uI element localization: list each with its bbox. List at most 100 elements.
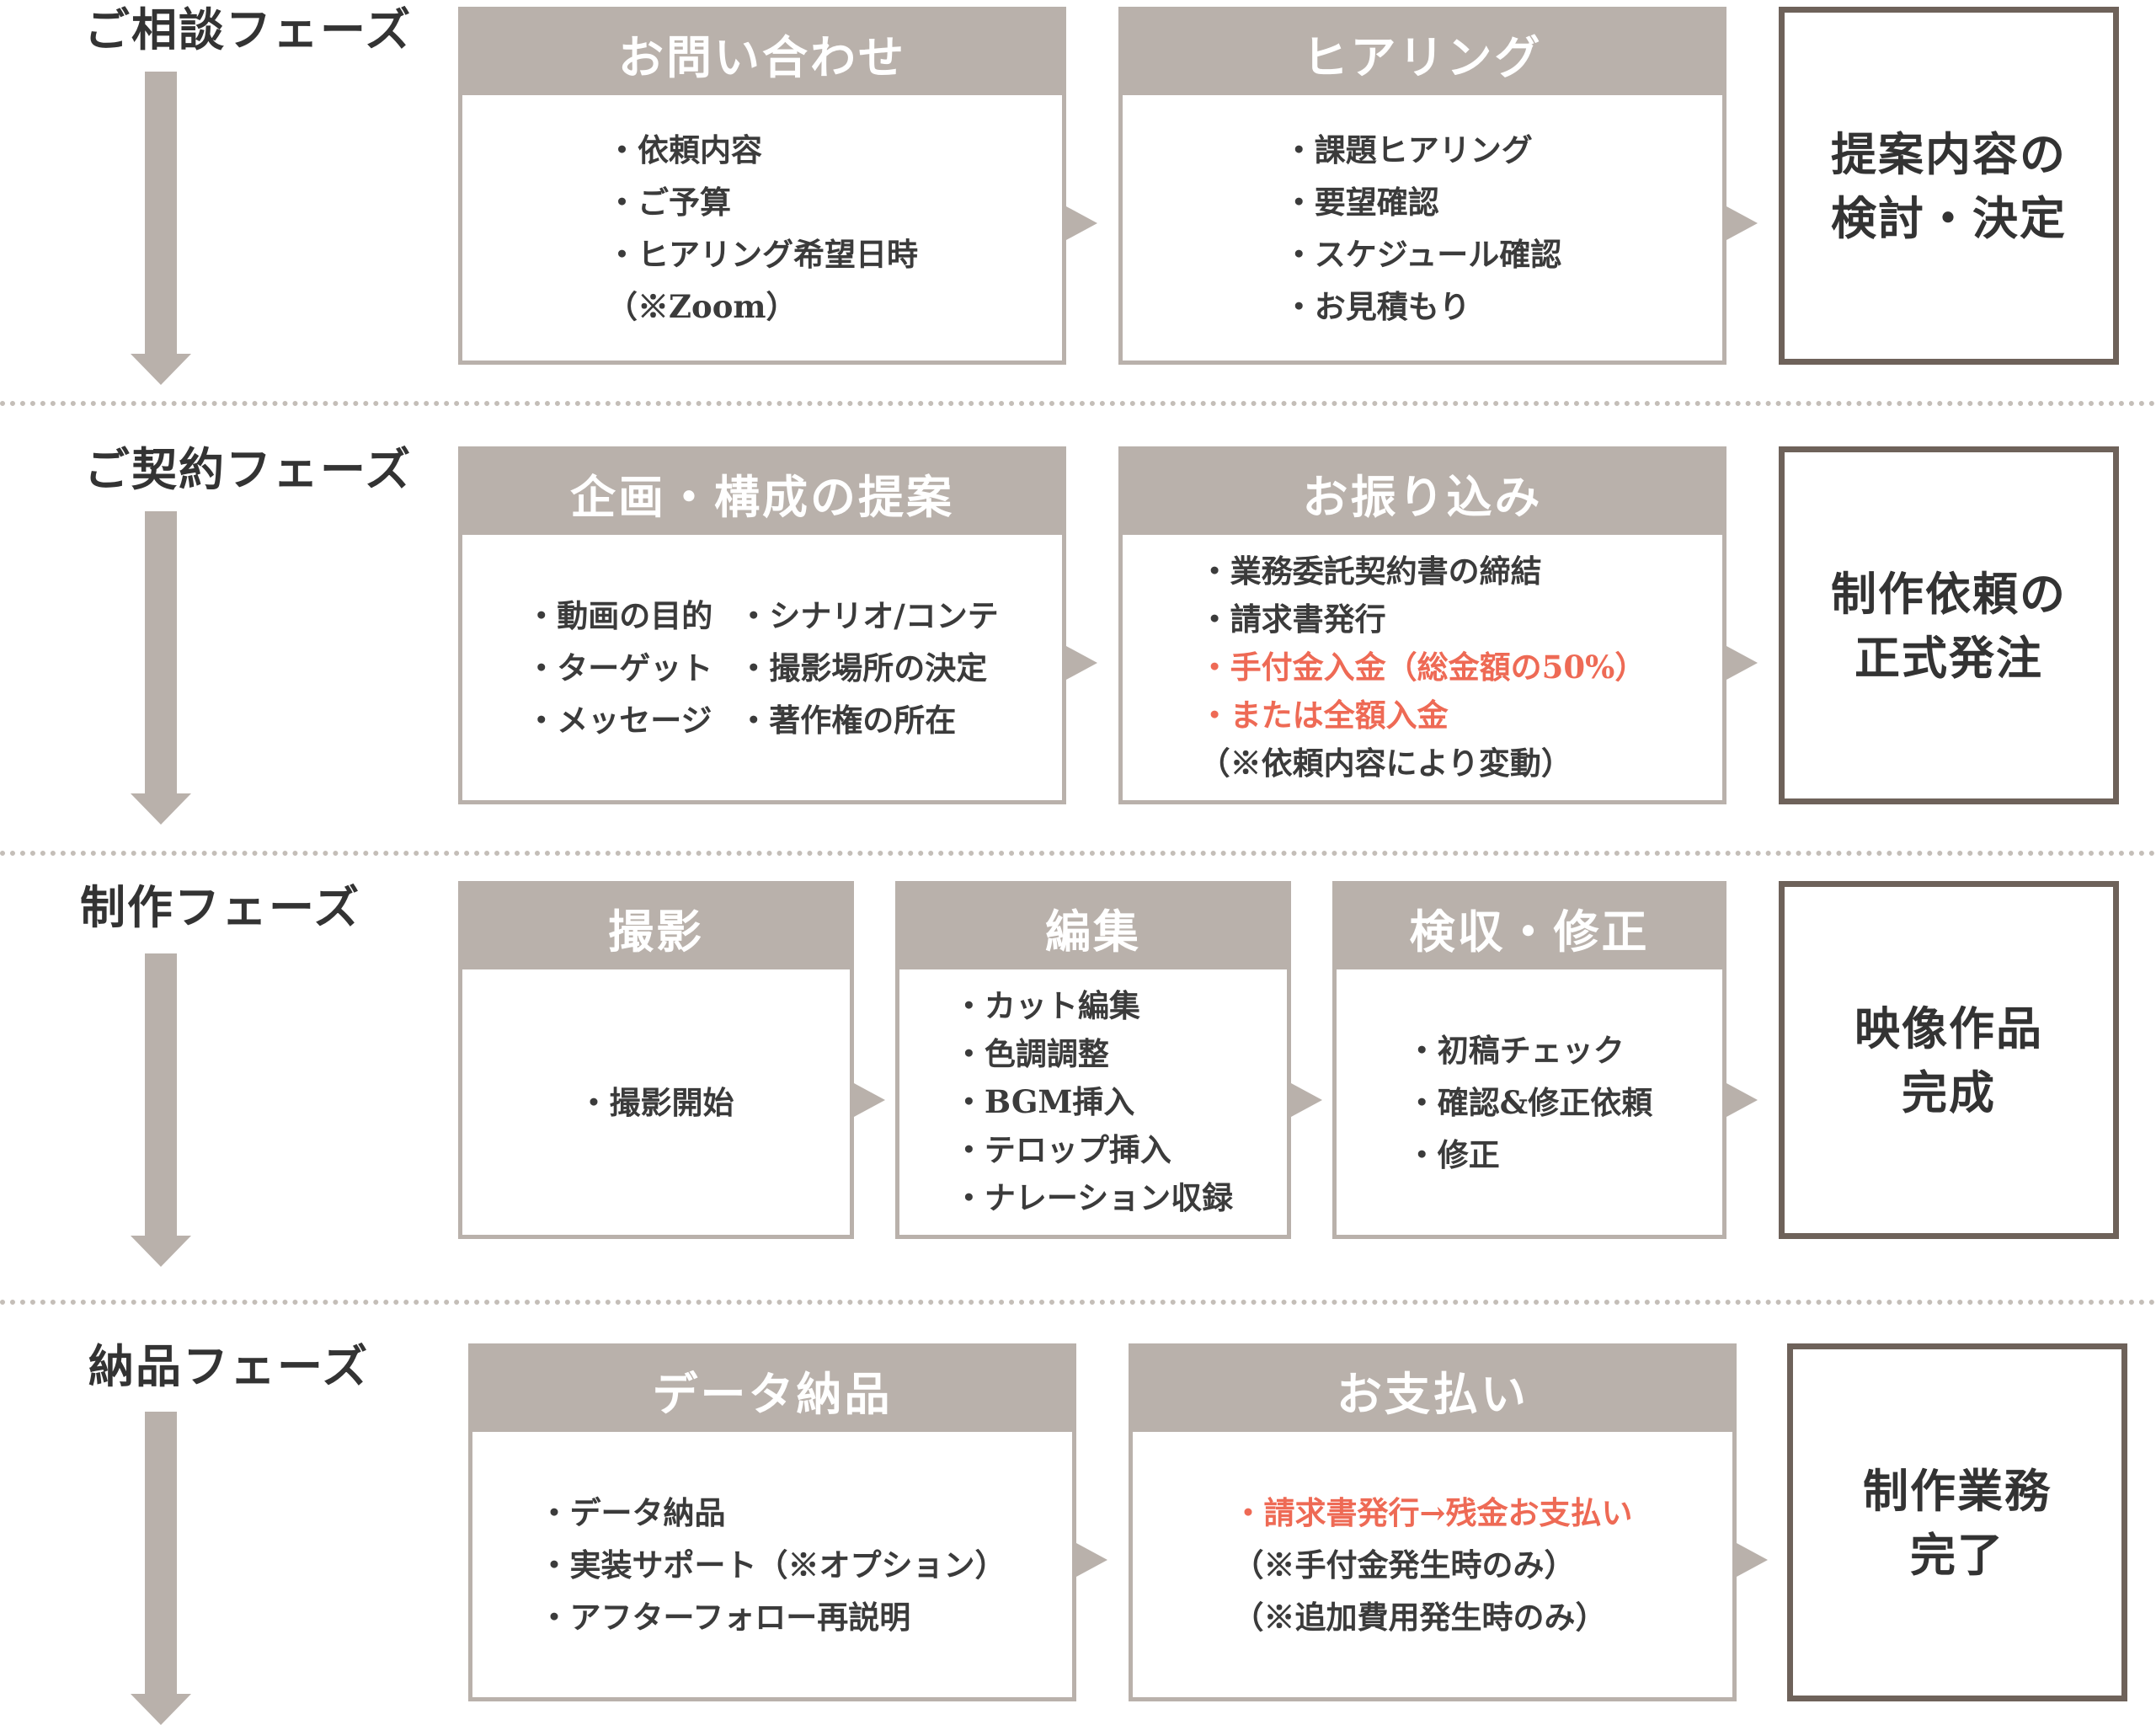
result-line: 制作業務 — [1863, 1463, 2052, 1518]
step-title: お支払い — [1133, 1348, 1732, 1432]
step-title: お振り込み — [1123, 451, 1722, 535]
phase-result-box: 制作業務 完了 — [1787, 1343, 2127, 1701]
step-item-columns: ・動画の目的 ・ターゲット ・メッセージ ・シナリオ/コンテ ・撮影場所の決定 … — [526, 590, 999, 746]
list-item: ・BGM挿入 — [953, 1083, 1135, 1120]
list-item: （※手付金発生時のみ） — [1232, 1546, 1576, 1583]
step-body: ・課題ヒアリング ・要望確認 ・スケジュール確認 ・お見積もり — [1123, 95, 1722, 360]
step-title: 撮影 — [462, 885, 850, 969]
chevron-right-icon — [1726, 1083, 1758, 1117]
list-item: ・著作権の所在 — [738, 701, 957, 739]
phase-result-box: 提案内容の 検討・決定 — [1779, 7, 2119, 365]
list-item: ・お見積もり — [1283, 287, 1470, 325]
step-item-list: ・初稿チェック ・確認&修正依頼 ・修正 — [1406, 1024, 1652, 1181]
list-item: ・テロップ挿入 — [953, 1131, 1171, 1168]
list-item-highlight: ・請求書発行→残金お支払い — [1232, 1493, 1633, 1531]
step-title: データ納品 — [472, 1348, 1072, 1432]
list-item: ・撮影場所の決定 — [738, 649, 988, 686]
down-arrow-icon — [131, 1412, 191, 1725]
chevron-right-icon — [1726, 646, 1758, 680]
step-title: お問い合わせ — [462, 11, 1062, 95]
phase-result-box: 制作依頼の 正式発注 — [1779, 446, 2119, 804]
result-line: 提案内容の — [1831, 126, 2067, 181]
step-body: ・カット編集 ・色調調整 ・BGM挿入 ・テロップ挿入 ・ナレーション収録 — [899, 969, 1287, 1235]
result-line: 完了 — [1910, 1527, 2004, 1582]
step-item-list: ・業務委託契約書の締結 ・請求書発行 ・手付金入金（総金額の50%） ・または全… — [1199, 547, 1646, 788]
step-item-list: ・課題ヒアリング ・要望確認 ・スケジュール確認 ・お見積もり — [1283, 124, 1561, 333]
list-item: ・ヒアリング希望日時 — [606, 235, 918, 273]
list-item: ・メッセージ — [526, 701, 712, 739]
list-item-highlight: ・手付金入金（総金額の50%） — [1198, 649, 1646, 686]
step-item-list: ・シナリオ/コンテ ・撮影場所の決定 ・著作権の所在 — [738, 590, 999, 746]
list-item: ・要望確認 — [1283, 183, 1439, 221]
list-item: ・業務委託契約書の締結 — [1198, 553, 1542, 590]
list-item: ・アフターフォロー再説明 — [538, 1598, 911, 1636]
step-title: 編集 — [899, 885, 1287, 969]
list-item: ・初稿チェック — [1406, 1031, 1625, 1069]
step-title: 検収・修正 — [1337, 885, 1722, 969]
step-body: ・依頼内容 ・ご予算 ・ヒアリング希望日時 （※Zoom） — [462, 95, 1062, 360]
step-body: ・動画の目的 ・ターゲット ・メッセージ ・シナリオ/コンテ ・撮影場所の決定 … — [462, 535, 1062, 800]
list-item: （※依頼内容により変動） — [1198, 745, 1572, 782]
step-item-list: ・撮影開始 — [579, 1076, 734, 1129]
step-card-inquiry: お問い合わせ ・依頼内容 ・ご予算 ・ヒアリング希望日時 （※Zoom） — [458, 7, 1066, 365]
list-item: ・課題ヒアリング — [1283, 131, 1533, 168]
down-arrow-icon — [131, 72, 191, 385]
result-line: 制作依頼の — [1831, 566, 2067, 621]
chevron-right-icon — [1066, 206, 1097, 240]
step-card-editing: 編集 ・カット編集 ・色調調整 ・BGM挿入 ・テロップ挿入 ・ナレーション収録 — [895, 881, 1291, 1239]
step-item-list: ・動画の目的 ・ターゲット ・メッセージ — [526, 590, 712, 746]
phase-title: ご相談フェーズ — [84, 3, 413, 56]
list-item: ・データ納品 — [538, 1493, 726, 1531]
step-body: ・請求書発行→残金お支払い （※手付金発生時のみ） （※追加費用発生時のみ） — [1133, 1432, 1732, 1697]
chevron-right-icon — [1076, 1543, 1107, 1577]
list-item: ・請求書発行 — [1198, 601, 1386, 638]
phase-divider — [0, 851, 2156, 856]
result-line: 映像作品 — [1854, 1001, 2043, 1055]
list-item: ・確認&修正依頼 — [1406, 1083, 1653, 1121]
list-item: ・実装サポート（※オプション） — [538, 1546, 1006, 1583]
step-card-planning: 企画・構成の提案 ・動画の目的 ・ターゲット ・メッセージ ・シナリオ/コンテ … — [458, 446, 1066, 804]
down-arrow-icon — [131, 953, 191, 1267]
step-item-list: ・カット編集 ・色調調整 ・BGM挿入 ・テロップ挿入 ・ナレーション収録 — [953, 982, 1233, 1222]
step-card-payment-transfer: お振り込み ・業務委託契約書の締結 ・請求書発行 ・手付金入金（総金額の50%）… — [1118, 446, 1726, 804]
phase-result-box: 映像作品 完成 — [1779, 881, 2119, 1239]
result-line: 正式発注 — [1854, 630, 2043, 685]
step-card-inspection: 検収・修正 ・初稿チェック ・確認&修正依頼 ・修正 — [1332, 881, 1726, 1239]
list-item: ・修正 — [1406, 1135, 1500, 1173]
chevron-right-icon — [1066, 646, 1097, 680]
list-item: ・撮影開始 — [578, 1083, 734, 1121]
list-item: ・シナリオ/コンテ — [738, 596, 999, 634]
step-card-data-delivery: データ納品 ・データ納品 ・実装サポート（※オプション） ・アフターフォロー再説… — [468, 1343, 1076, 1701]
step-title: 企画・構成の提案 — [462, 451, 1062, 535]
list-item: ・カット編集 — [953, 987, 1140, 1024]
step-card-payment: お支払い ・請求書発行→残金お支払い （※手付金発生時のみ） （※追加費用発生時… — [1129, 1343, 1737, 1701]
list-item: ・依頼内容 — [606, 131, 762, 168]
step-body: ・初稿チェック ・確認&修正依頼 ・修正 — [1337, 969, 1722, 1235]
chevron-right-icon — [854, 1083, 885, 1117]
phase-title: 納品フェーズ — [88, 1339, 370, 1393]
list-item: ・ナレーション収録 — [953, 1179, 1234, 1216]
step-card-hearing: ヒアリング ・課題ヒアリング ・要望確認 ・スケジュール確認 ・お見積もり — [1118, 7, 1726, 365]
result-line: 完成 — [1902, 1065, 1996, 1119]
step-item-list: ・請求書発行→残金お支払い （※手付金発生時のみ） （※追加費用発生時のみ） — [1232, 1487, 1632, 1643]
list-item: （※追加費用発生時のみ） — [1232, 1598, 1607, 1636]
result-line: 検討・決定 — [1831, 190, 2067, 245]
step-item-list: ・データ納品 ・実装サポート（※オプション） ・アフターフォロー再説明 — [539, 1487, 1006, 1643]
list-item: ・スケジュール確認 — [1283, 235, 1562, 273]
step-card-shooting: 撮影 ・撮影開始 — [458, 881, 854, 1239]
step-title: ヒアリング — [1123, 11, 1722, 95]
list-item: ・ターゲット — [526, 649, 713, 686]
phase-title: 制作フェーズ — [80, 880, 361, 934]
phase-divider — [0, 1300, 2156, 1305]
step-body: ・撮影開始 — [462, 969, 850, 1235]
step-body: ・業務委託契約書の締結 ・請求書発行 ・手付金入金（総金額の50%） ・または全… — [1123, 535, 1722, 800]
chevron-right-icon — [1737, 1543, 1768, 1577]
step-body: ・データ納品 ・実装サポート（※オプション） ・アフターフォロー再説明 — [472, 1432, 1072, 1697]
down-arrow-icon — [131, 511, 191, 825]
step-item-list: ・依頼内容 ・ご予算 ・ヒアリング希望日時 （※Zoom） — [606, 124, 918, 333]
list-item: ・ご予算 — [606, 183, 731, 221]
list-item: （※Zoom） — [606, 287, 798, 325]
phase-divider — [0, 401, 2156, 406]
list-item-highlight: ・または全額入金 — [1198, 697, 1449, 734]
phase-title: ご契約フェーズ — [84, 442, 413, 496]
